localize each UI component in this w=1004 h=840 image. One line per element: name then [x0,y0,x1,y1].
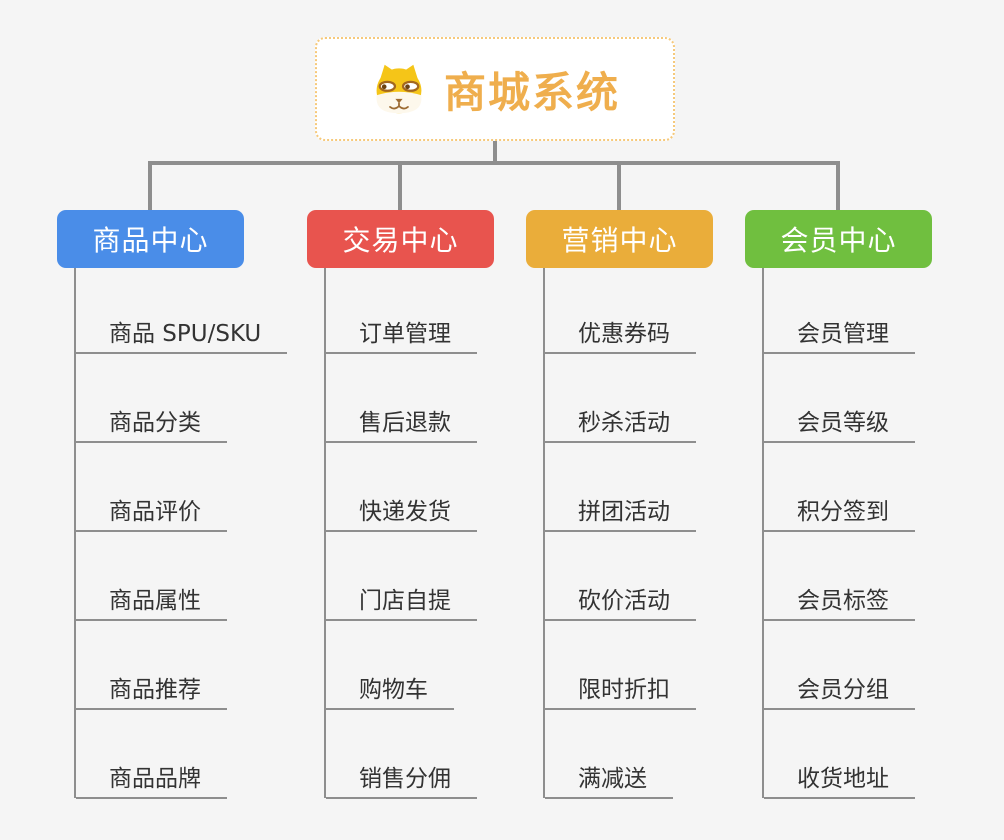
leaf-node[interactable]: 会员管理 [764,319,915,354]
connector-horizontal-bar [148,161,840,165]
leaf-node[interactable]: 门店自提 [326,586,477,621]
connector-drop-trade [398,163,402,210]
leaf-node[interactable]: 售后退款 [326,408,477,443]
branch-node-trade-center[interactable]: 交易中心 [307,210,494,268]
leaf-node[interactable]: 积分签到 [764,497,915,532]
leaf-node[interactable]: 销售分佣 [326,764,477,799]
branch-children-product-center: 商品 SPU/SKU 商品分类商品评价商品属性商品推荐商品品牌 [74,268,326,799]
leaf-node[interactable]: 商品推荐 [76,675,227,710]
leaf-node[interactable]: 满减送 [545,764,673,799]
leaf-node[interactable]: 商品分类 [76,408,227,443]
branch-children-marketing-center: 优惠券码秒杀活动拼团活动砍价活动限时折扣满减送 [543,268,795,799]
leaf-node[interactable]: 砍价活动 [545,586,696,621]
leaf-node[interactable]: 购物车 [326,675,454,710]
leaf-node[interactable]: 商品品牌 [76,764,227,799]
connector-drop-member [836,163,840,210]
leaf-node[interactable]: 收货地址 [764,764,915,799]
leaf-node[interactable]: 秒杀活动 [545,408,696,443]
branch-node-member-center[interactable]: 会员中心 [745,210,932,268]
shiba-dog-icon [370,63,428,115]
root-node[interactable]: 商城系统 [315,37,675,141]
leaf-node[interactable]: 商品 SPU/SKU [76,319,288,354]
root-title: 商城系统 [443,67,620,117]
connector-drop-product [148,163,152,210]
leaf-node[interactable]: 会员标签 [764,586,915,621]
leaf-node[interactable]: 商品属性 [76,586,227,621]
branch-node-marketing-center[interactable]: 营销中心 [526,210,713,268]
leaf-node[interactable]: 会员等级 [764,408,915,443]
leaf-node[interactable]: 拼团活动 [545,497,696,532]
branch-children-member-center: 会员管理会员等级积分签到会员标签会员分组收货地址 [762,268,1004,799]
leaf-node[interactable]: 商品评价 [76,497,227,532]
connector-drop-marketing [617,163,621,210]
leaf-node[interactable]: 限时折扣 [545,675,696,710]
leaf-node[interactable]: 订单管理 [326,319,477,354]
leaf-node[interactable]: 快递发货 [326,497,477,532]
branch-children-trade-center: 订单管理售后退款快递发货门店自提购物车销售分佣 [324,268,576,799]
connector-root-stem [493,141,497,163]
branch-node-product-center[interactable]: 商品中心 [57,210,244,268]
leaf-node[interactable]: 优惠券码 [545,319,696,354]
leaf-node[interactable]: 会员分组 [764,675,915,710]
